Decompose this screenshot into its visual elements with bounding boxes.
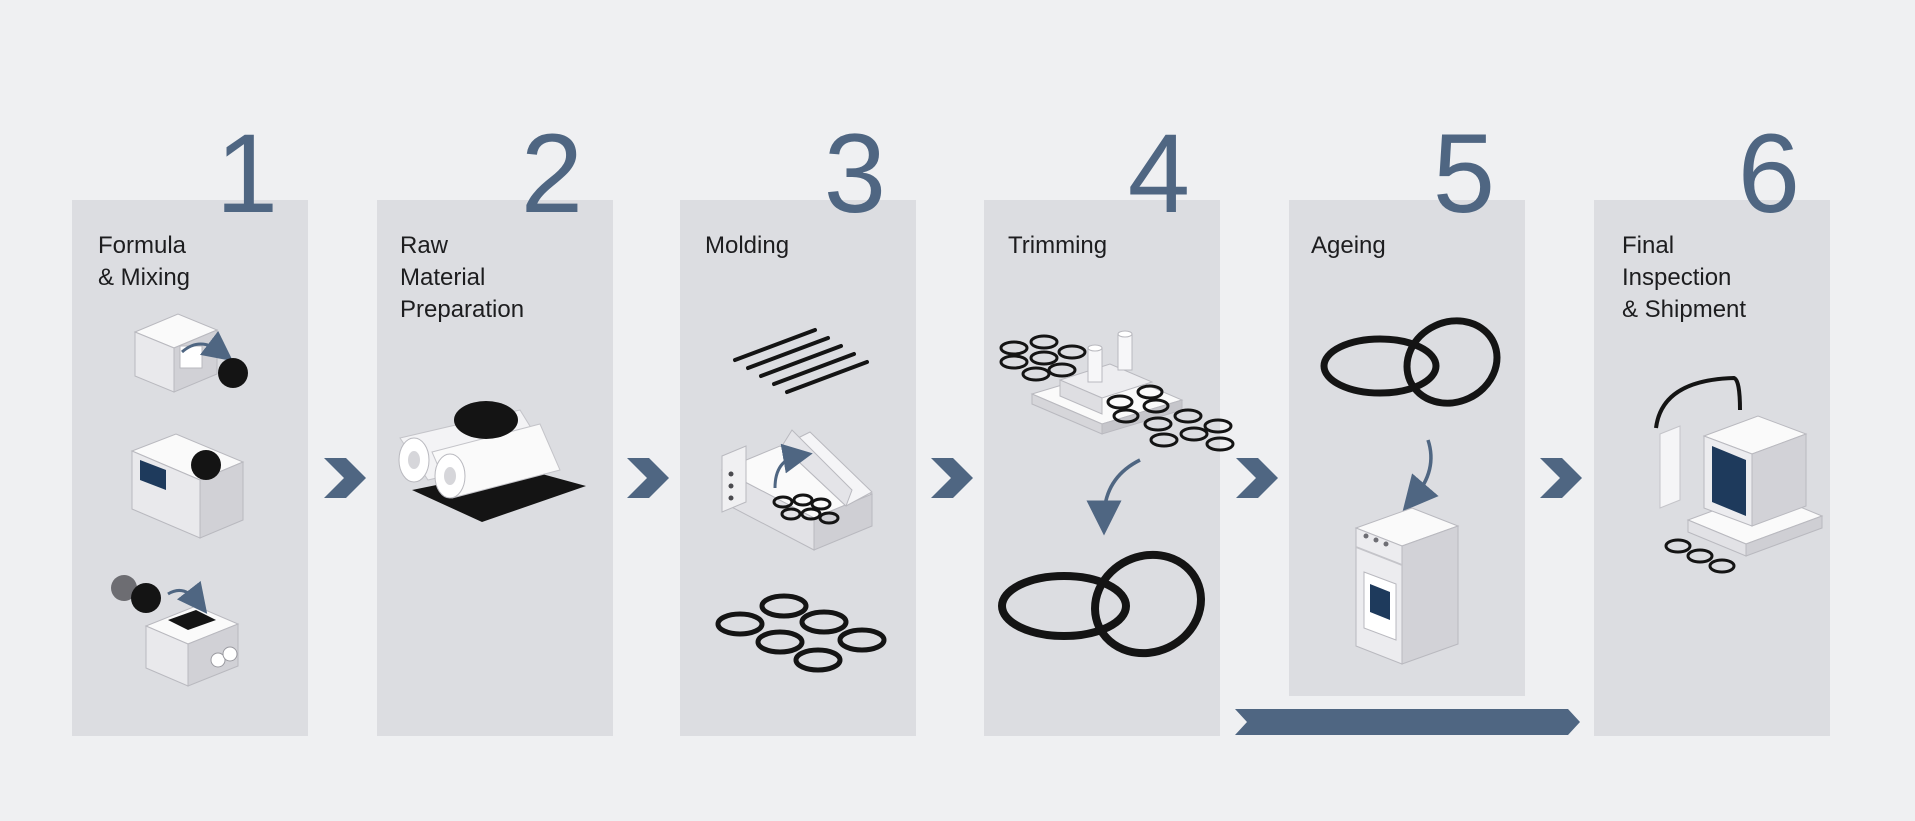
progress-arrow-bar	[1235, 709, 1580, 735]
ageing-oven-icon	[1354, 507, 1460, 665]
step-1-title-line: & Mixing	[98, 264, 191, 291]
o-ring-icon	[1143, 408, 1235, 452]
chevron-right-icon	[931, 458, 973, 498]
flow-arrow-icon	[1402, 439, 1439, 512]
mixer-machine-icon	[133, 313, 233, 393]
chevron-right-icon	[1236, 458, 1278, 498]
step-4-title: Trimming	[1008, 230, 1208, 262]
extruder-machine-icon	[144, 580, 240, 687]
o-ring-icon	[998, 550, 1205, 658]
step-2-title-line: Preparation	[400, 296, 525, 323]
step-1-number: 1	[215, 111, 278, 236]
o-ring-icon	[715, 593, 887, 673]
chevron-right-icon	[324, 458, 366, 498]
step-2-title-line: Raw	[400, 232, 449, 259]
step-2-title: Raw Material Preparation	[400, 230, 600, 326]
compound-ball-icon	[218, 358, 248, 388]
chevron-right-icon	[1540, 458, 1582, 498]
step-6-number: 6	[1737, 111, 1800, 236]
compound-ball-icon	[131, 583, 161, 613]
step-5-number: 5	[1432, 111, 1495, 236]
step-3-number: 3	[823, 111, 886, 236]
o-ring-icon	[999, 334, 1087, 382]
step-2-number: 2	[520, 111, 583, 236]
compound-ball-icon	[191, 450, 221, 480]
step-6-title: Final Inspection & Shipment	[1622, 230, 1822, 326]
step-5-title: Ageing	[1311, 230, 1511, 262]
step-5-title-line: Ageing	[1311, 232, 1386, 259]
step-6-title-line: Final	[1622, 232, 1675, 259]
compression-mold-icon	[720, 429, 874, 551]
step-4-panel	[984, 200, 1220, 736]
step-3-title: Molding	[705, 230, 905, 262]
step-6-title-line: & Shipment	[1622, 296, 1747, 323]
step-3-title-line: Molding	[705, 232, 790, 259]
step-4-number: 4	[1127, 111, 1190, 236]
inspection-computer-icon	[1654, 375, 1824, 574]
trimming-fixture-icon	[1030, 330, 1184, 435]
rubber-strips-icon	[733, 328, 869, 394]
step-2-title-line: Material	[400, 264, 486, 291]
chevron-right-icon	[627, 458, 669, 498]
kneader-machine-icon	[130, 433, 245, 539]
compound-ball-icon	[111, 575, 137, 601]
step-1-title: Formula & Mixing	[98, 230, 298, 294]
step-1-title-line: Formula	[98, 232, 187, 259]
o-ring-icon	[1320, 317, 1501, 407]
step-4-title-line: Trimming	[1008, 232, 1108, 259]
flow-arrow-icon	[1086, 458, 1141, 536]
rubber-roll-icon	[398, 401, 586, 522]
step-6-title-line: Inspection	[1622, 264, 1732, 291]
